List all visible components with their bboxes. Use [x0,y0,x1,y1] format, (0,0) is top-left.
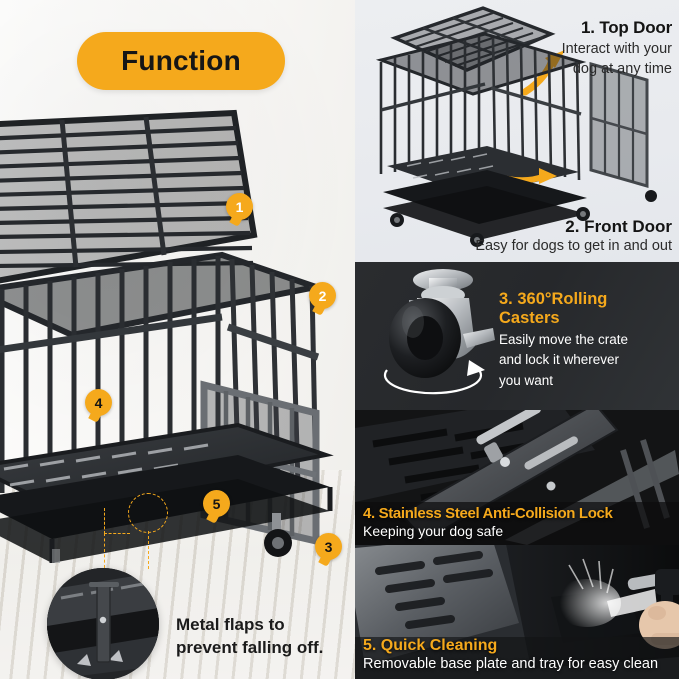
feature-panel-cleaning: 5. Quick Cleaning Removable base plate a… [355,545,679,679]
callout-badge-1: 1 [226,193,253,220]
zoom-callout-leader [104,508,130,534]
casters-sub-line3: you want [499,372,554,388]
main-crate-illustration [0,95,355,565]
cleaning-sub-line1: Removable base plate and tray for easy c… [363,656,659,672]
metal-flap-caption: Metal flaps to prevent falling off. [176,614,323,660]
crate-body [0,251,334,563]
open-front-door-small [589,62,649,188]
front-door-text-block: 2. Front Door Easy for dogs to get in an… [475,217,672,254]
caster-photo-illustration [383,269,495,395]
casters-heading-line1: 3. 360°Rolling [499,290,608,308]
cleaning-text-block: 5. Quick Cleaning Removable base plate a… [363,637,658,672]
top-door-text-block: 1. Top Door Interact with your dog at an… [561,18,673,78]
feature-panel-doors: 1. Top Door Interact with your dog at an… [355,0,679,262]
cleaning-photo-illustration [355,545,679,679]
casters-sub-line1: Easily move the crate [499,331,629,347]
left-panel-main-product: Function [0,0,355,679]
top-door-sub-line1: Interact with your [561,41,672,57]
flap-caption-line1: Metal flaps to [176,615,285,634]
function-title-text: Function [121,45,241,76]
zoom-callout-circle [128,493,168,533]
top-door-heading: 1. Top Door [581,18,672,37]
badge-number: 3 [324,538,333,555]
top-door-sub-line2: dog at any time [572,61,672,78]
casters-heading-line2: Casters [499,308,560,327]
callout-badge-5: 5 [203,490,230,517]
lock-text-block: 4. Stainless Steel Anti-Collision Lock K… [363,505,613,539]
lock-sub-line1: Keeping your dog safe [363,523,504,539]
lock-photo-illustration [355,410,679,545]
flap-caption-line2: prevent falling off. [176,637,324,657]
callout-badge-3: 3 [315,533,342,560]
casters-sub-line2: and lock it wherever [499,352,620,368]
rotation-arrow-head [467,360,485,376]
callout-badge-4: 4 [85,389,112,416]
metal-flap-zoom-inset [47,568,159,679]
crate-body-small [375,32,657,247]
zoom-callout-connector-right [148,531,149,569]
badge-number: 4 [94,394,103,411]
caster-wheels [52,513,292,563]
feature-panel-lock: 4. Stainless Steel Anti-Collision Lock K… [355,410,679,545]
badge-number: 5 [212,495,221,512]
casters-text-block: 3. 360°Rolling Casters Easily move the c… [499,290,675,389]
lock-heading: 4. Stainless Steel Anti-Collision Lock [363,505,613,522]
crate-doors-illustration [375,6,657,247]
badge-number: 2 [318,287,327,304]
front-door-sub-line1: Easy for dogs to get in and out [475,238,672,254]
casters-small [390,190,657,247]
badge-number: 1 [235,198,244,215]
zoom-callout-connector-left [104,533,105,568]
right-feature-column: 1. Top Door Interact with your dog at an… [355,0,679,679]
callout-badge-2: 2 [309,282,336,309]
latch-bolt [476,410,578,491]
rotation-arrow [383,367,483,395]
cleaning-heading: 5. Quick Cleaning [363,637,498,654]
function-title-pill: Function [77,32,285,90]
top-lid-panel [0,109,258,284]
feature-panel-casters: 3. 360°Rolling Casters Easily move the c… [355,262,679,410]
front-door-heading: 2. Front Door [565,217,672,236]
